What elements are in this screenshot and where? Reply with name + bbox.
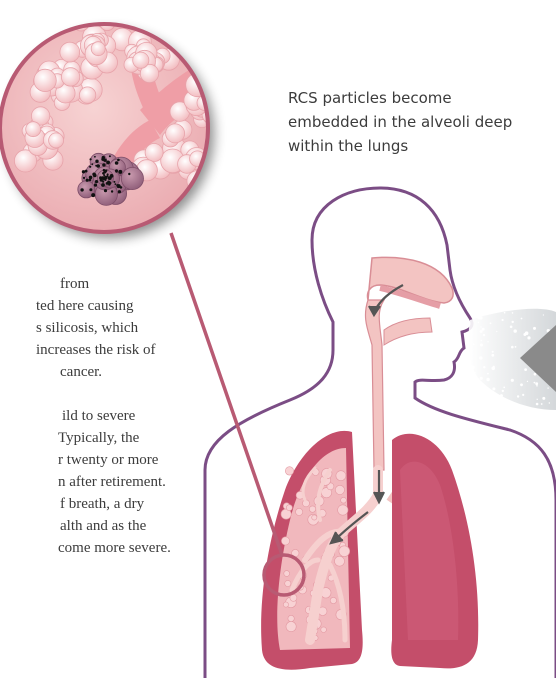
body-text-line: from (60, 273, 89, 295)
body-text-line: Typically, the (58, 427, 139, 449)
body-text-line: ted here causing (36, 295, 133, 317)
body-text-line: s silicosis, which (36, 317, 138, 339)
body-text-line: cancer. (60, 361, 102, 383)
caption-line-2: embedded in the alveoli deep (288, 110, 548, 134)
caption-line-1: RCS particles become (288, 86, 548, 110)
body-text-line: n after retirement. (58, 471, 166, 493)
body-text-line: r twenty or more (58, 449, 158, 471)
caption: RCS particles become embedded in the alv… (288, 86, 548, 158)
caption-line-3: within the lungs (288, 134, 548, 158)
body-text-line: ild to severe (62, 405, 135, 427)
zoom-connector-line (171, 233, 282, 555)
body-text-line: come more severe. (58, 537, 171, 559)
body-text-line: increases the risk of (36, 339, 156, 361)
body-text-line: alth and as the (60, 515, 146, 537)
body-text-line: f breath, a dry (60, 493, 144, 515)
